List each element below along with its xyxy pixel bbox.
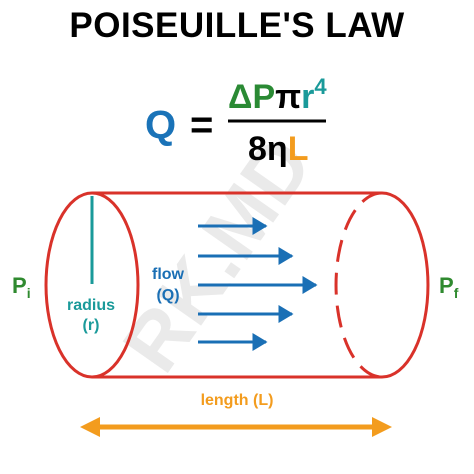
tube-right-end	[381, 191, 430, 379]
page-title: POISEUILLE'S LAW	[69, 6, 405, 45]
radius-label: radius	[67, 297, 115, 314]
tube-right-dashed	[334, 191, 383, 379]
equation-eight-eta: 8η	[248, 130, 288, 168]
equation-r: r	[301, 78, 314, 116]
length-arrow-left-head	[80, 417, 100, 437]
length-arrow-right-head	[372, 417, 392, 437]
flow-symbol: (Q)	[156, 287, 179, 304]
radius-symbol: (r)	[83, 317, 100, 334]
equation-delta-p: ΔP	[228, 78, 275, 116]
equation-exponent: 4	[314, 74, 327, 99]
equation-l: L	[288, 130, 309, 168]
flow-label: flow	[152, 266, 185, 283]
equation-pi: π	[275, 78, 301, 116]
pressure-final-label: Pf	[439, 273, 459, 301]
pressure-initial-label: Pi	[12, 273, 31, 301]
length-label: length (L)	[201, 392, 274, 409]
equation-denominator: 8ηL	[248, 130, 308, 168]
equation-numerator: ΔPπr4	[228, 74, 327, 116]
tube-left-opening	[44, 191, 140, 379]
equation-q: Q	[145, 103, 176, 147]
equation-equals: =	[190, 103, 213, 147]
